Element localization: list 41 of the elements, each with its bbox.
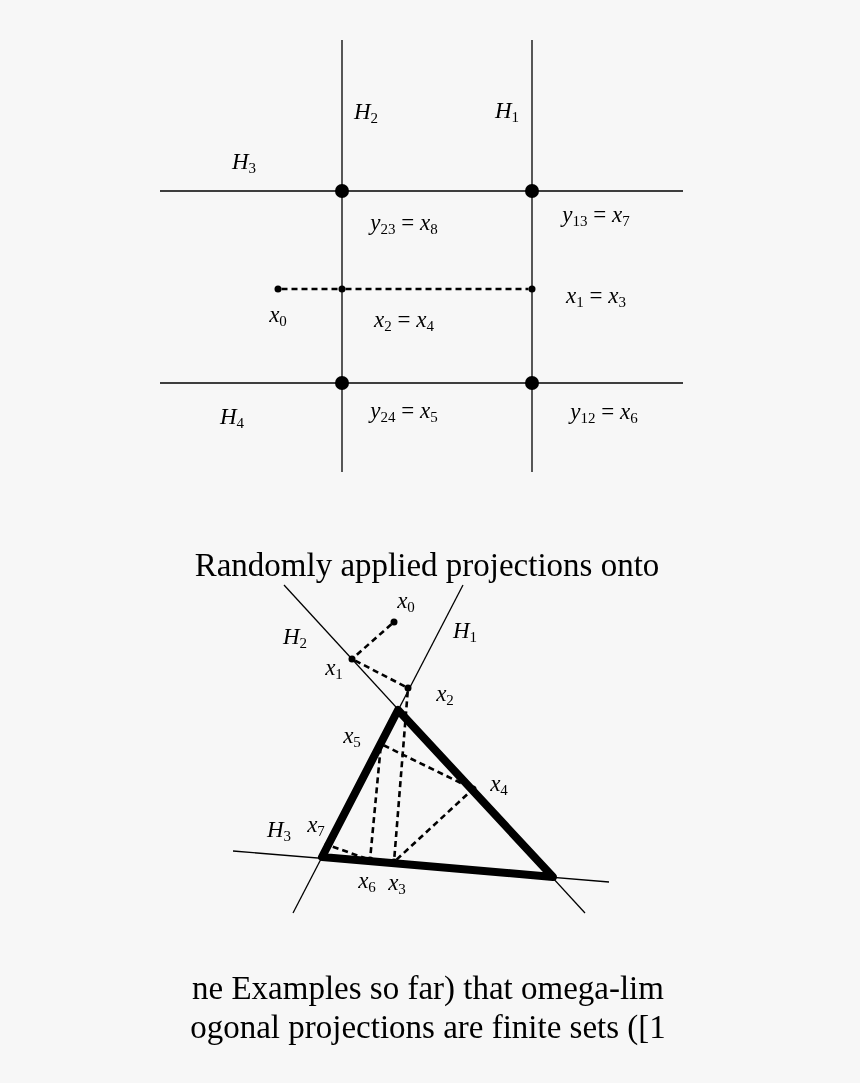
point-label: y$_{23}$ = x$_{8}$ <box>370 211 438 237</box>
dashed-line <box>393 691 409 859</box>
text-fragment: Randomly applied projections onto <box>194 548 660 582</box>
hyperplane-label: H$_{2}$ <box>282 625 308 651</box>
point-label: y$_{13}$ = x$_{7}$ <box>562 203 630 229</box>
point-dot <box>348 655 356 663</box>
text-fragment: ogonal projections are finite sets ([1 <box>190 1010 666 1044</box>
dashed-line <box>345 287 529 291</box>
hyperplane-label: H$_{3}$ <box>266 818 292 844</box>
dashed-line <box>281 287 339 291</box>
point-dot <box>324 841 332 849</box>
point-label: x$_{0}$ <box>269 303 287 329</box>
point-label: x$_{0}$ <box>397 589 415 615</box>
point-label: y$_{24}$ = x$_{5}$ <box>370 399 438 425</box>
hyperplane-label: H$_{1}$ <box>494 99 520 125</box>
point-dot <box>528 285 536 293</box>
point-dot <box>390 618 398 626</box>
dashed-line <box>354 659 406 688</box>
hyperplane-label: H$_{2}$ <box>353 100 379 126</box>
point-label: x$_{4}$ <box>490 772 508 798</box>
point-dot <box>335 184 349 198</box>
point-label: x$_{1}$ <box>325 656 343 682</box>
point-label: x$_{1}$ = x$_{3}$ <box>566 284 626 310</box>
point-dot <box>525 376 539 390</box>
point-label: x$_{2}$ = x$_{4}$ <box>374 308 434 334</box>
hyperplane-label: H$_{3}$ <box>231 150 257 176</box>
dashed-line <box>353 623 393 658</box>
point-label: x$_{3}$ <box>388 871 406 897</box>
hyperplane-label: H$_{1}$ <box>452 619 478 645</box>
point-dot <box>335 376 349 390</box>
point-dot <box>525 184 539 198</box>
point-dot <box>338 285 346 293</box>
text-fragment: ne Examples so far) that omega-lim <box>192 971 664 1005</box>
point-dot <box>404 684 412 692</box>
point-label: x$_{7}$ <box>307 813 325 839</box>
point-label: x$_{2}$ <box>436 682 454 708</box>
point-label: x$_{6}$ <box>358 869 376 895</box>
hyperplane-label: H$_{4}$ <box>219 405 245 431</box>
point-label: y$_{12}$ = x$_{6}$ <box>570 400 638 426</box>
point-label: x$_{5}$ <box>343 724 361 750</box>
point-dot <box>274 285 282 293</box>
